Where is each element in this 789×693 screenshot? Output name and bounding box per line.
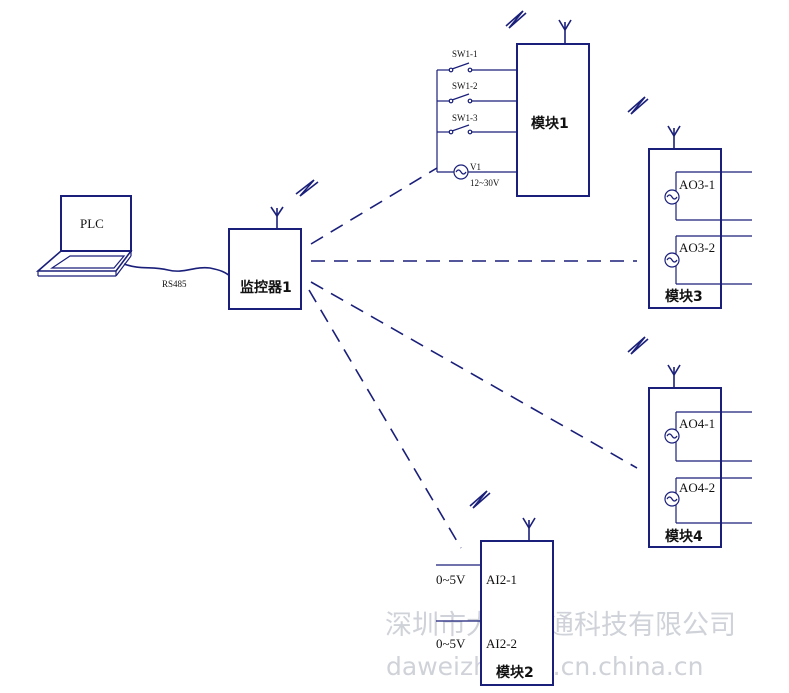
ai2-1-label: AI2-1 — [486, 572, 517, 587]
ao3-2-source-icon — [664, 252, 680, 268]
ao4-2-source-icon — [664, 491, 680, 507]
module4-antenna-icon — [667, 364, 681, 388]
controller-box: 监控器1 — [228, 228, 302, 310]
ai2-1-range-label: 0~5V — [436, 572, 466, 587]
switch-sw1-1-label: SW1-1 — [452, 49, 478, 59]
link-to-module2 — [308, 289, 462, 549]
module2-box: 模块2 — [480, 540, 554, 686]
switch-sw1-3 — [448, 124, 473, 135]
supply-range-label: 12~30V — [470, 178, 500, 188]
ao4-2-label: AO4-2 — [679, 480, 715, 495]
ao3-1-source-icon — [664, 189, 680, 205]
ao4-1-source-icon — [664, 428, 680, 444]
link-to-module1 — [310, 167, 438, 245]
module1-signal-icon — [505, 10, 527, 29]
switch-sw1-1 — [448, 62, 473, 73]
voltage-source-icon — [453, 164, 469, 180]
module2-input-wiring — [436, 564, 481, 622]
rs485-cable — [123, 263, 233, 279]
module2-signal-icon — [469, 490, 491, 509]
switch-sw1-2-label: SW1-2 — [452, 81, 478, 91]
controller-label: 监控器1 — [240, 279, 292, 296]
controller-signal-icon — [295, 179, 319, 197]
module1-input-wiring — [436, 69, 517, 173]
plc-label: PLC — [80, 216, 104, 231]
module1-box: 模块1 — [516, 43, 590, 197]
module4-signal-icon — [627, 336, 649, 355]
ao3-2-label: AO3-2 — [679, 240, 715, 255]
switch-sw1-3-label: SW1-3 — [452, 113, 478, 123]
ai2-2-range-label: 0~5V — [436, 636, 466, 651]
watermark-company: 深圳市大为智通科技有限公司 — [385, 610, 736, 641]
ao4-1-label: AO4-1 — [679, 416, 715, 431]
module2-label: 模块2 — [496, 664, 534, 681]
module1-antenna-icon — [558, 19, 572, 44]
module2-antenna-icon — [522, 517, 536, 541]
module4-label: 模块4 — [665, 528, 703, 545]
supply-name-label: V1 — [470, 162, 481, 172]
controller-antenna-icon — [270, 206, 284, 229]
link-to-module4 — [310, 281, 638, 469]
module3-box: 模块3 — [648, 148, 722, 309]
module3-label: 模块3 — [665, 288, 703, 305]
module4-box: 模块4 — [648, 387, 722, 548]
module3-signal-icon — [627, 96, 649, 115]
switch-sw1-2 — [448, 93, 473, 104]
rs485-label: RS485 — [162, 279, 187, 289]
ai2-2-label: AI2-2 — [486, 636, 517, 651]
plc-laptop: PLC — [35, 195, 133, 277]
module1-label: 模块1 — [531, 115, 569, 132]
module3-antenna-icon — [667, 125, 681, 149]
ao3-1-label: AO3-1 — [679, 177, 715, 192]
